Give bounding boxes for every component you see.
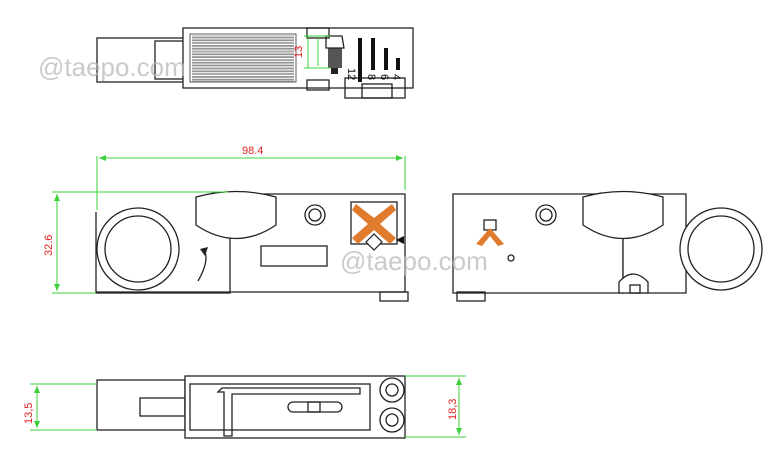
gauge-block	[328, 48, 342, 68]
dim-height: 32.6	[43, 235, 55, 256]
blade-bar-4	[396, 58, 400, 70]
dim-top-height: 13	[293, 46, 305, 58]
watermark-middle: @taepo.com	[340, 246, 488, 276]
dim-bottom-left: 13,5	[23, 403, 35, 424]
blade-label-12: 12	[345, 68, 357, 80]
front-left-ring-inner	[104, 215, 172, 283]
top-view-shaft	[96, 37, 186, 83]
dim-length: 98.4	[242, 145, 263, 157]
watermark-top: @taepo.com	[38, 52, 186, 82]
front-view-left: 98.4 32.6	[43, 145, 409, 302]
dim-bottom-right: 18,3	[447, 399, 459, 420]
blade-label-4: 4	[390, 74, 402, 80]
blade-label-6: 6	[378, 74, 390, 80]
front-right-blade	[476, 219, 504, 246]
blade-bar-6	[384, 48, 388, 70]
blade-label-8: 8	[365, 74, 377, 80]
blade-bar-12	[358, 38, 362, 82]
bottom-view: 13,5 18,3	[23, 375, 466, 439]
front-right-thumb-wheel	[582, 190, 664, 240]
front-left-thumb-wheel	[195, 190, 277, 240]
front-left-blade	[350, 201, 404, 251]
bottom-view-body	[184, 375, 406, 439]
front-right-ring-inner	[687, 215, 755, 283]
blade-bar-8	[371, 38, 375, 70]
knurl-pattern	[189, 33, 297, 83]
top-view: 12 8 6 4 13	[96, 27, 414, 99]
bottom-view-shaft	[96, 379, 186, 431]
front-view-right	[452, 190, 763, 302]
